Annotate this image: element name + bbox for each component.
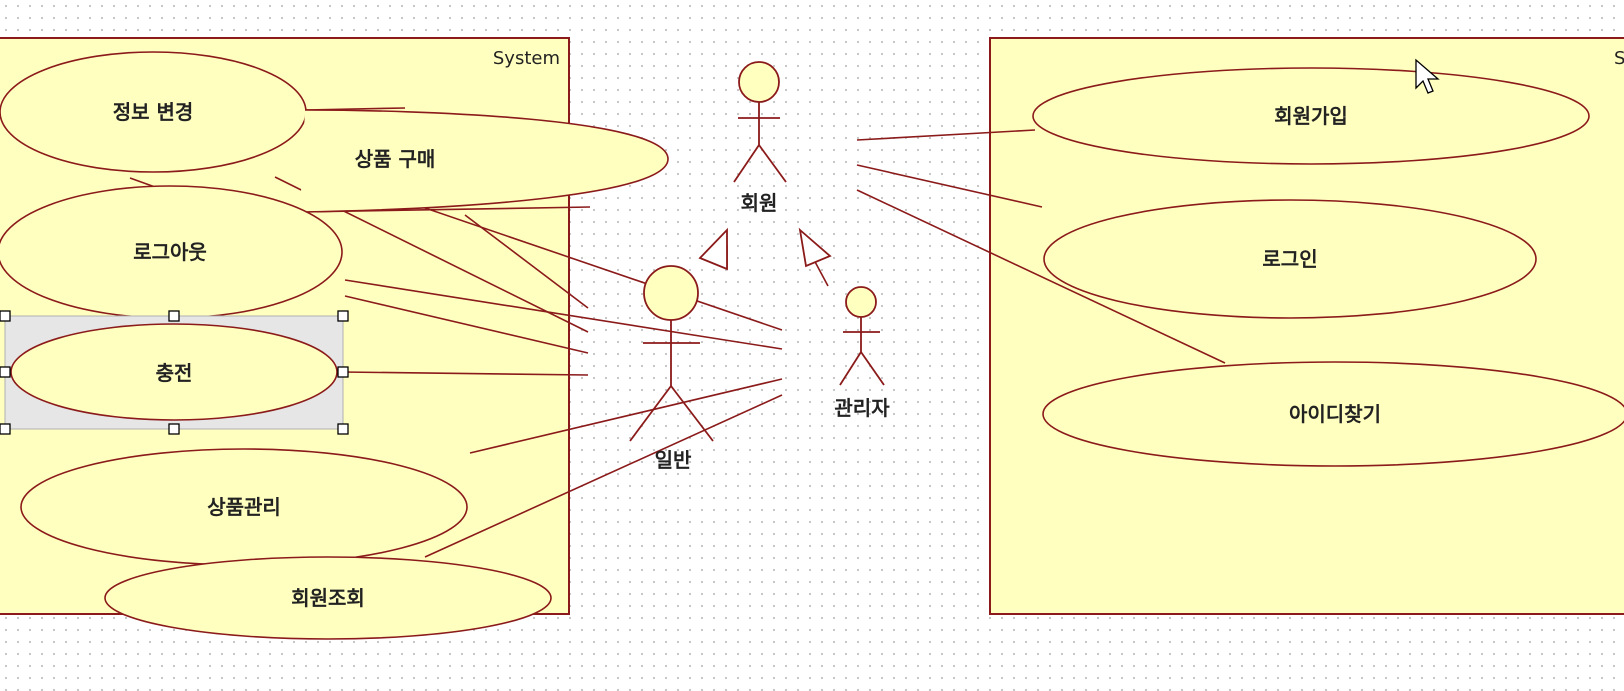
resize-handle[interactable] <box>0 310 11 322</box>
actor-label: 회원 <box>741 191 778 215</box>
actor-admin[interactable]: 관리자 <box>834 286 890 420</box>
system-label-right: S <box>1614 48 1624 69</box>
resize-handle[interactable] <box>0 423 11 435</box>
actor-member[interactable]: 회원 <box>733 61 787 215</box>
use-case-label: 회원조회 <box>291 586 365 610</box>
resize-handle[interactable] <box>337 366 349 378</box>
resize-handle[interactable] <box>337 423 349 435</box>
use-case-purchase[interactable]: 상품 구매 <box>299 109 669 213</box>
generalization-arrowhead <box>798 227 832 268</box>
stick-figure-icon <box>733 61 787 183</box>
associations-right <box>856 129 1226 364</box>
stick-figure-icon <box>629 265 714 442</box>
use-case-signup[interactable]: 회원가입 <box>1032 67 1590 165</box>
use-case-label: 정보 변경 <box>113 100 194 124</box>
actor-label: 관리자 <box>834 396 890 420</box>
use-case-label: 아이디찾기 <box>1289 402 1381 426</box>
use-case-label: 회원가입 <box>1274 104 1348 128</box>
resize-handle[interactable] <box>168 310 180 322</box>
association-line[interactable] <box>856 129 1036 141</box>
generalization-arrowhead <box>698 227 728 271</box>
association-line[interactable] <box>341 371 589 376</box>
association-line[interactable] <box>856 189 1226 364</box>
use-case-label: 상품 구매 <box>355 147 436 171</box>
association-line[interactable] <box>129 177 156 188</box>
association-line[interactable] <box>344 295 589 354</box>
use-case-info-change[interactable]: 정보 변경 <box>0 51 307 173</box>
use-case-find-id[interactable]: 아이디찾기 <box>1042 361 1624 467</box>
actor-general[interactable]: 일반 <box>629 265 714 472</box>
association-line[interactable] <box>424 394 783 558</box>
association-line[interactable] <box>464 214 589 309</box>
use-case-label: 상품관리 <box>207 495 281 519</box>
use-case-label: 로그아웃 <box>133 240 207 264</box>
use-case-charge[interactable]: 충전 <box>0 310 349 435</box>
use-case-logout[interactable]: 로그아웃 <box>0 185 343 319</box>
actor-label: 일반 <box>655 448 692 472</box>
selection-handles[interactable] <box>0 310 349 435</box>
use-case-login[interactable]: 로그인 <box>1043 199 1537 319</box>
association-line[interactable] <box>344 279 783 350</box>
use-case-member-view[interactable]: 회원조회 <box>104 556 552 640</box>
stick-figure-icon <box>839 286 885 386</box>
use-case-product-mgmt[interactable]: 상품관리 <box>20 448 468 566</box>
association-line[interactable] <box>469 378 783 454</box>
use-case-label: 로그인 <box>1262 247 1317 271</box>
resize-handle[interactable] <box>337 310 349 322</box>
association-line[interactable] <box>856 164 1043 208</box>
generalizations <box>698 227 832 287</box>
resize-handle[interactable] <box>0 366 11 378</box>
system-label-left: System <box>493 48 560 69</box>
resize-handle[interactable] <box>168 423 180 435</box>
mouse-cursor-icon <box>1415 58 1440 94</box>
use-case-label: 충전 <box>156 361 193 385</box>
